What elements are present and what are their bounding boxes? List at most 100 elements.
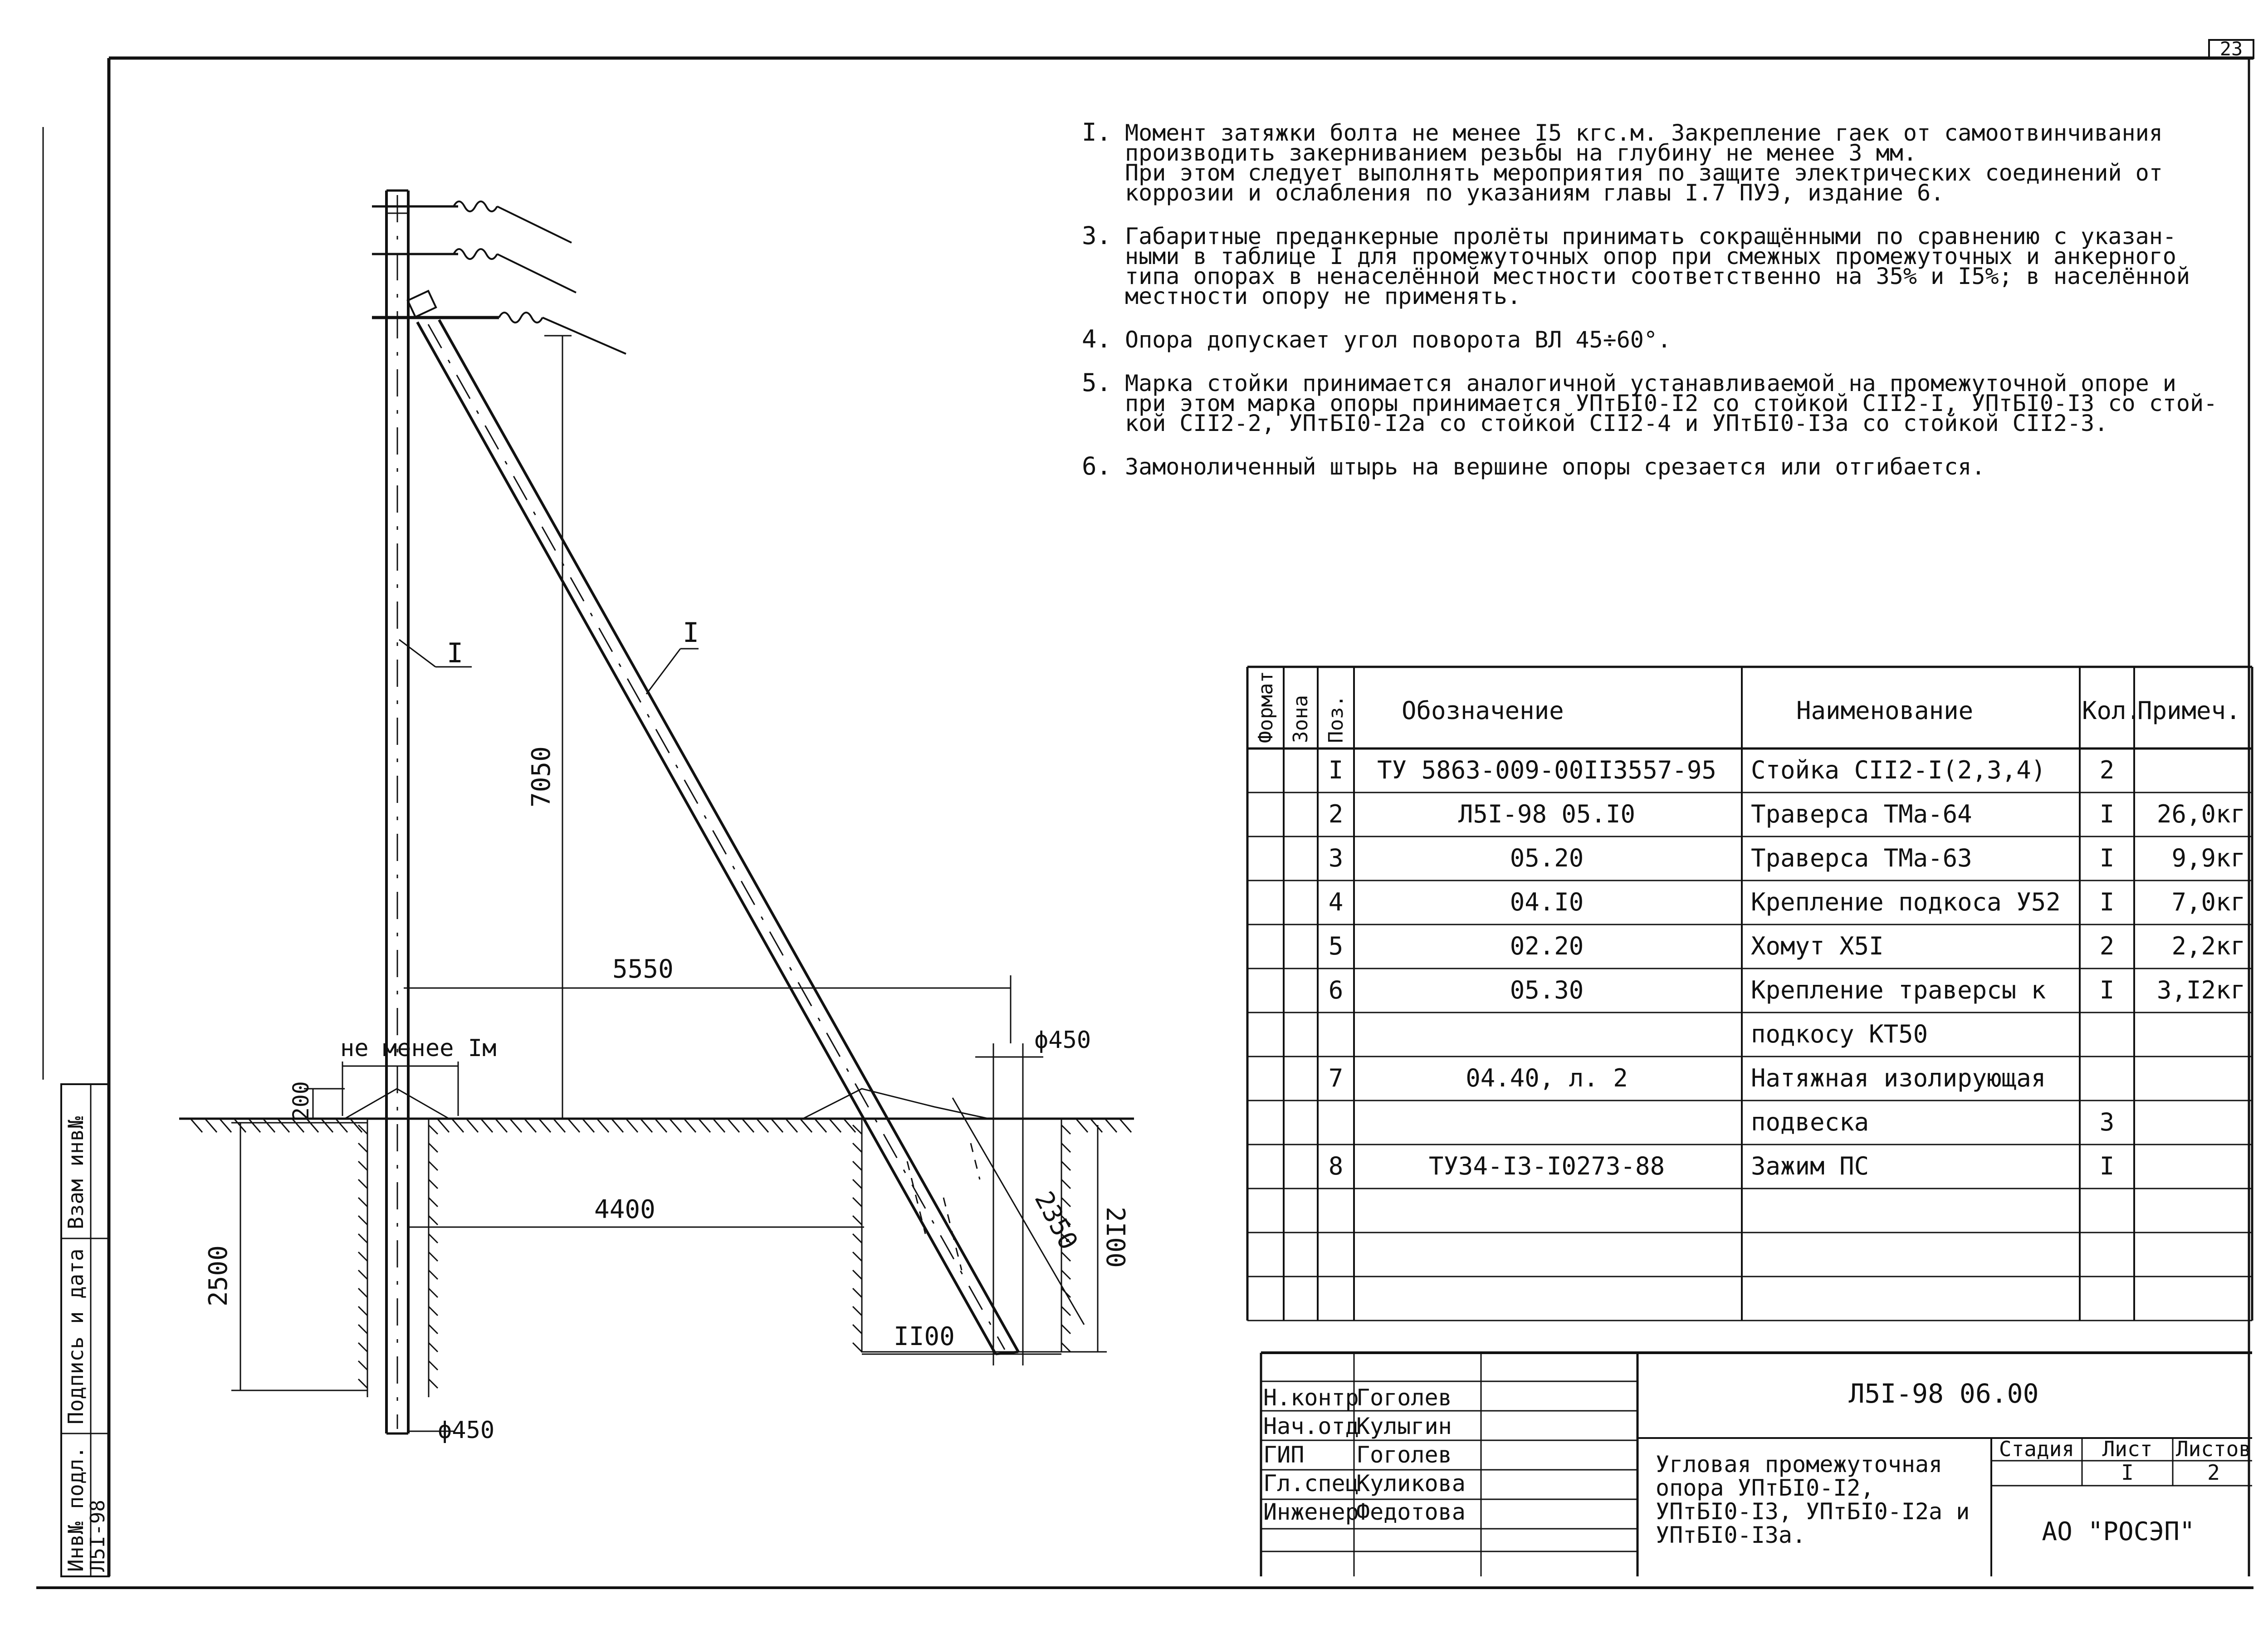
dim-span-5550: 5550 — [612, 954, 674, 984]
dim-min-1m: не менее Iм — [340, 1035, 496, 1062]
dim-200: 200 — [288, 1081, 314, 1120]
note-number: 3. — [1082, 221, 1111, 250]
row-pos: 5 — [1329, 932, 1344, 960]
header-designation: Обозначение — [1402, 696, 1564, 725]
header-qty: Кол. — [2082, 696, 2141, 725]
signature-name: Федотова — [1356, 1499, 1466, 1525]
row-note: 2,2кг — [2171, 932, 2245, 960]
note-line: Замоноличенный штырь на вершине опоры ср… — [1125, 454, 1985, 480]
document-code: Л5I-98 06.00 — [1848, 1378, 2038, 1409]
dim-2500: 2500 — [204, 1245, 233, 1306]
row-name: Стойка СII2-I(2,3,4) — [1751, 756, 2046, 784]
row-pos: 2 — [1329, 800, 1344, 828]
sheets-value: 2 — [2207, 1460, 2220, 1485]
pole-position-label: I — [447, 637, 463, 669]
note-line: Марка стойки принимается аналогичной уст… — [1125, 370, 2176, 396]
note-number: 5. — [1082, 368, 1111, 397]
title-line: УПтБI0-I3, УПтБI0-I2а и — [1656, 1498, 1970, 1525]
row-qty: I — [2100, 800, 2115, 828]
row-qty: 3 — [2100, 1108, 2115, 1136]
stage-header: Стадия — [1999, 1437, 2074, 1461]
row-qty: 2 — [2100, 756, 2115, 784]
note-number: 4. — [1082, 325, 1111, 353]
row-pos: 8 — [1329, 1152, 1344, 1180]
row-qty: I — [2100, 888, 2115, 916]
header-format: Формат — [1254, 671, 1277, 743]
note-line: кой СII2-2, УПтБI0-I2а со стойкой СII2-4… — [1125, 410, 2108, 436]
signature-role: Инженер — [1263, 1499, 1359, 1525]
row-note: 9,9кг — [2171, 844, 2245, 872]
dim-4400: 4400 — [594, 1195, 655, 1224]
row-qty: I — [2100, 844, 2115, 872]
row-designation: 05.20 — [1510, 844, 1584, 872]
dim-2100: 2I00 — [1100, 1207, 1130, 1268]
note-line: коррозии и ослабления по указаниям главы… — [1125, 180, 1944, 206]
row-designation: 02.20 — [1510, 932, 1584, 960]
row-name: Крепление траверсы к — [1751, 976, 2046, 1004]
sheets-header: Листов — [2176, 1437, 2251, 1461]
row-qty: I — [2100, 976, 2115, 1004]
row-name: подкосу КТ50 — [1751, 1020, 1928, 1048]
notes-block: I.Момент затяжки болта не менее I5 кгс.м… — [1082, 118, 2217, 480]
dim-1100: II00 — [894, 1322, 955, 1351]
signature-role: Гл.спец — [1263, 1470, 1359, 1497]
spec-table: Формат Зона Поз. Обозначение Наименование Кол… — [1246, 665, 2253, 1321]
row-qty: 2 — [2100, 932, 2115, 960]
row-name: Зажим ПС — [1751, 1152, 1869, 1180]
row-note: 7,0кг — [2171, 888, 2245, 916]
stamp-label-inventory: Инв№ подл. — [64, 1446, 88, 1572]
stamp-label-replacement: Взам инв№ — [64, 1116, 88, 1229]
signature-role: ГИП — [1263, 1442, 1304, 1468]
signature-role: Нач.отд — [1263, 1413, 1359, 1439]
dia-450-bottom: ϕ450 — [438, 1417, 494, 1444]
title-line: УПтБI0-I3а. — [1656, 1522, 1806, 1548]
note-line: ными в таблице I для промежуточных опор … — [1125, 243, 2176, 269]
row-qty: I — [2100, 1152, 2115, 1180]
strut — [416, 319, 1062, 1365]
row-designation: 05.30 — [1510, 976, 1584, 1004]
row-pos: 3 — [1329, 844, 1344, 872]
dia-450-top: ϕ450 — [1034, 1027, 1091, 1054]
signature-name: Кулыгин — [1356, 1413, 1452, 1439]
header-note: Примеч. — [2137, 696, 2241, 725]
row-note: 26,0кг — [2157, 800, 2245, 828]
dim-height-7050: 7050 — [527, 746, 556, 807]
row-note: 3,I2кг — [2157, 976, 2245, 1004]
row-name: подвеска — [1751, 1108, 1869, 1136]
page-number: 23 — [2220, 38, 2243, 60]
signature-name: Гоголев — [1356, 1442, 1452, 1468]
signature-role: Н.контр — [1263, 1384, 1359, 1411]
row-designation: Л5I-98 05.I0 — [1458, 800, 1635, 828]
row-pos: 7 — [1329, 1064, 1344, 1092]
organization: АО "РОСЭП" — [2042, 1517, 2195, 1546]
header-zone: Зона — [1289, 695, 1312, 743]
note-line: при этом марка опоры принимается УПтБI0-… — [1125, 390, 2217, 416]
title-line: Угловая промежуточная — [1656, 1451, 1942, 1477]
signature-name: Куликова — [1356, 1470, 1466, 1497]
header-name: Наименование — [1796, 696, 1973, 725]
row-name: Траверса ТМа-63 — [1751, 844, 1972, 872]
side-stamp: Взам инв№ Подпись и дата Инв№ подл. Л5I-… — [60, 1083, 110, 1577]
note-line: При этом следует выполнять мероприятия п… — [1125, 160, 2163, 186]
note-number: 6. — [1082, 452, 1111, 480]
note-number: I. — [1082, 118, 1111, 147]
ground-line — [179, 1117, 1134, 1389]
title-line: опора УПтБI0-I2, — [1656, 1475, 1874, 1501]
note-line: Опора допускает угол поворота ВЛ 45÷60°. — [1125, 327, 1671, 353]
row-pos: 6 — [1329, 976, 1344, 1004]
row-pos: I — [1329, 756, 1344, 784]
dimensions: 7050 5550 не менее Iм 200 4400 2500 2350… — [204, 335, 1130, 1444]
row-name: Хомут Х5I — [1751, 932, 1884, 960]
row-designation: ТУ 5863-009-00II3557-95 — [1377, 756, 1716, 784]
note-line: производить закерниванием резьбы на глуб… — [1125, 140, 1917, 166]
stamp-label-signature: Подпись и дата — [64, 1248, 88, 1424]
row-pos: 4 — [1329, 888, 1344, 916]
row-name: Траверса ТМа-64 — [1751, 800, 1972, 828]
row-designation: 04.40, л. 2 — [1466, 1064, 1628, 1092]
note-line: местности опору не применять. — [1125, 283, 1521, 309]
header-pos: Поз. — [1325, 695, 1348, 743]
sheet-header: Лист — [2102, 1437, 2153, 1461]
row-name: Крепление подкоса У52 — [1751, 888, 2061, 916]
